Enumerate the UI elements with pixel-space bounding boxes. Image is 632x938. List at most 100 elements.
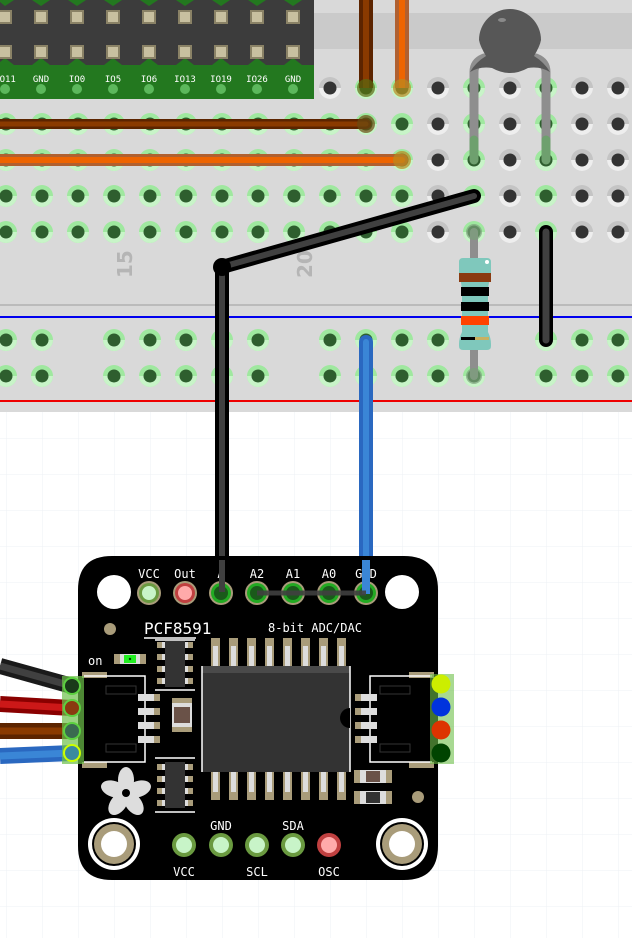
- header-pad[interactable]: [72, 84, 82, 94]
- breadboard-hole[interactable]: [175, 221, 197, 243]
- header-pad[interactable]: [108, 84, 118, 94]
- breadboard-hole[interactable]: [175, 185, 197, 207]
- rail-hole[interactable]: [139, 329, 161, 351]
- header-pin[interactable]: [34, 10, 48, 24]
- rail-hole[interactable]: [103, 329, 125, 351]
- rail-hole[interactable]: [607, 329, 629, 351]
- rail-hole[interactable]: [139, 365, 161, 387]
- breadboard-hole[interactable]: [607, 185, 629, 207]
- breadboard-hole[interactable]: [571, 221, 593, 243]
- rail-hole[interactable]: [319, 365, 341, 387]
- breadboard-hole[interactable]: [391, 185, 413, 207]
- header-pin[interactable]: [106, 10, 120, 24]
- breadboard-hole[interactable]: [31, 221, 53, 243]
- breadboard-hole[interactable]: [0, 185, 17, 207]
- stemma-wires-left[interactable]: [0, 658, 75, 764]
- wire-brown-vertical[interactable]: [357, 0, 375, 97]
- breadboard-hole[interactable]: [607, 221, 629, 243]
- header-pin[interactable]: [70, 45, 84, 59]
- header-pin[interactable]: [142, 45, 156, 59]
- header-pin[interactable]: [178, 45, 192, 59]
- rail-hole[interactable]: [391, 329, 413, 351]
- header-pin[interactable]: [214, 45, 228, 59]
- breadboard-hole[interactable]: [427, 149, 449, 171]
- rail-hole[interactable]: [571, 329, 593, 351]
- header-pin[interactable]: [0, 10, 12, 24]
- stemma-right-pin[interactable]: [431, 720, 451, 740]
- header-pin[interactable]: [0, 45, 12, 59]
- breadboard-hole[interactable]: [391, 221, 413, 243]
- rail-hole[interactable]: [175, 365, 197, 387]
- bottom-pin[interactable]: [209, 833, 233, 857]
- rail-hole[interactable]: [571, 365, 593, 387]
- header-pad[interactable]: [144, 84, 154, 94]
- rail-hole[interactable]: [247, 329, 269, 351]
- top-pin-a3[interactable]: [209, 581, 233, 605]
- header-pad[interactable]: [180, 84, 190, 94]
- header-pad[interactable]: [0, 84, 10, 94]
- bottom-pin[interactable]: [317, 833, 341, 857]
- rail-hole[interactable]: [427, 365, 449, 387]
- breadboard-hole[interactable]: [571, 77, 593, 99]
- breadboard-hole[interactable]: [427, 77, 449, 99]
- header-pin[interactable]: [34, 45, 48, 59]
- top-pin-vcc[interactable]: [137, 581, 161, 605]
- rail-hole[interactable]: [319, 329, 341, 351]
- rail-hole[interactable]: [427, 329, 449, 351]
- wire-orange-vertical[interactable]: [393, 0, 411, 97]
- breadboard-hole[interactable]: [283, 185, 305, 207]
- breadboard-hole[interactable]: [247, 185, 269, 207]
- rail-hole[interactable]: [247, 365, 269, 387]
- wire-orange-horizontal[interactable]: [0, 151, 411, 169]
- rail-hole[interactable]: [31, 365, 53, 387]
- header-pin[interactable]: [250, 45, 264, 59]
- breadboard-hole[interactable]: [139, 185, 161, 207]
- breadboard-hole[interactable]: [67, 185, 89, 207]
- breadboard-hole[interactable]: [139, 221, 161, 243]
- breadboard-hole[interactable]: [535, 185, 557, 207]
- header-pin[interactable]: [286, 10, 300, 24]
- breadboard-hole[interactable]: [607, 113, 629, 135]
- breadboard-hole[interactable]: [571, 185, 593, 207]
- breadboard-hole[interactable]: [103, 185, 125, 207]
- breadboard-hole[interactable]: [31, 185, 53, 207]
- header-pin[interactable]: [286, 45, 300, 59]
- header-pin[interactable]: [142, 10, 156, 24]
- rail-hole[interactable]: [103, 365, 125, 387]
- stemma-right-pin[interactable]: [431, 743, 451, 763]
- header-pad[interactable]: [216, 84, 226, 94]
- breadboard-hole[interactable]: [211, 185, 233, 207]
- breadboard-hole[interactable]: [571, 149, 593, 171]
- breadboard-hole[interactable]: [103, 221, 125, 243]
- breadboard-hole[interactable]: [571, 113, 593, 135]
- header-pad[interactable]: [288, 84, 298, 94]
- breadboard-hole[interactable]: [427, 221, 449, 243]
- rail-hole[interactable]: [175, 329, 197, 351]
- header-pad[interactable]: [36, 84, 46, 94]
- top-pin-out[interactable]: [173, 581, 197, 605]
- header-pin[interactable]: [178, 10, 192, 24]
- breadboard-hole[interactable]: [391, 113, 413, 135]
- thermistor[interactable]: [469, 9, 551, 165]
- breadboard-hole[interactable]: [499, 149, 521, 171]
- breadboard-hole[interactable]: [499, 185, 521, 207]
- breadboard-hole[interactable]: [355, 185, 377, 207]
- breadboard-hole[interactable]: [0, 221, 17, 243]
- breadboard-hole[interactable]: [319, 185, 341, 207]
- breadboard-hole[interactable]: [607, 149, 629, 171]
- rail-hole[interactable]: [391, 365, 413, 387]
- breadboard-hole[interactable]: [499, 221, 521, 243]
- breadboard-hole[interactable]: [247, 221, 269, 243]
- header-pin[interactable]: [70, 10, 84, 24]
- header-pad[interactable]: [252, 84, 262, 94]
- stemma-right-pin[interactable]: [431, 697, 451, 717]
- stemma-right-pin[interactable]: [431, 674, 451, 694]
- rail-hole[interactable]: [0, 365, 17, 387]
- wire-brown-horizontal[interactable]: [0, 115, 375, 133]
- rail-hole[interactable]: [31, 329, 53, 351]
- header-pin[interactable]: [250, 10, 264, 24]
- bottom-pin[interactable]: [172, 833, 196, 857]
- bottom-pin[interactable]: [281, 833, 305, 857]
- breadboard-hole[interactable]: [499, 113, 521, 135]
- breadboard-hole[interactable]: [607, 77, 629, 99]
